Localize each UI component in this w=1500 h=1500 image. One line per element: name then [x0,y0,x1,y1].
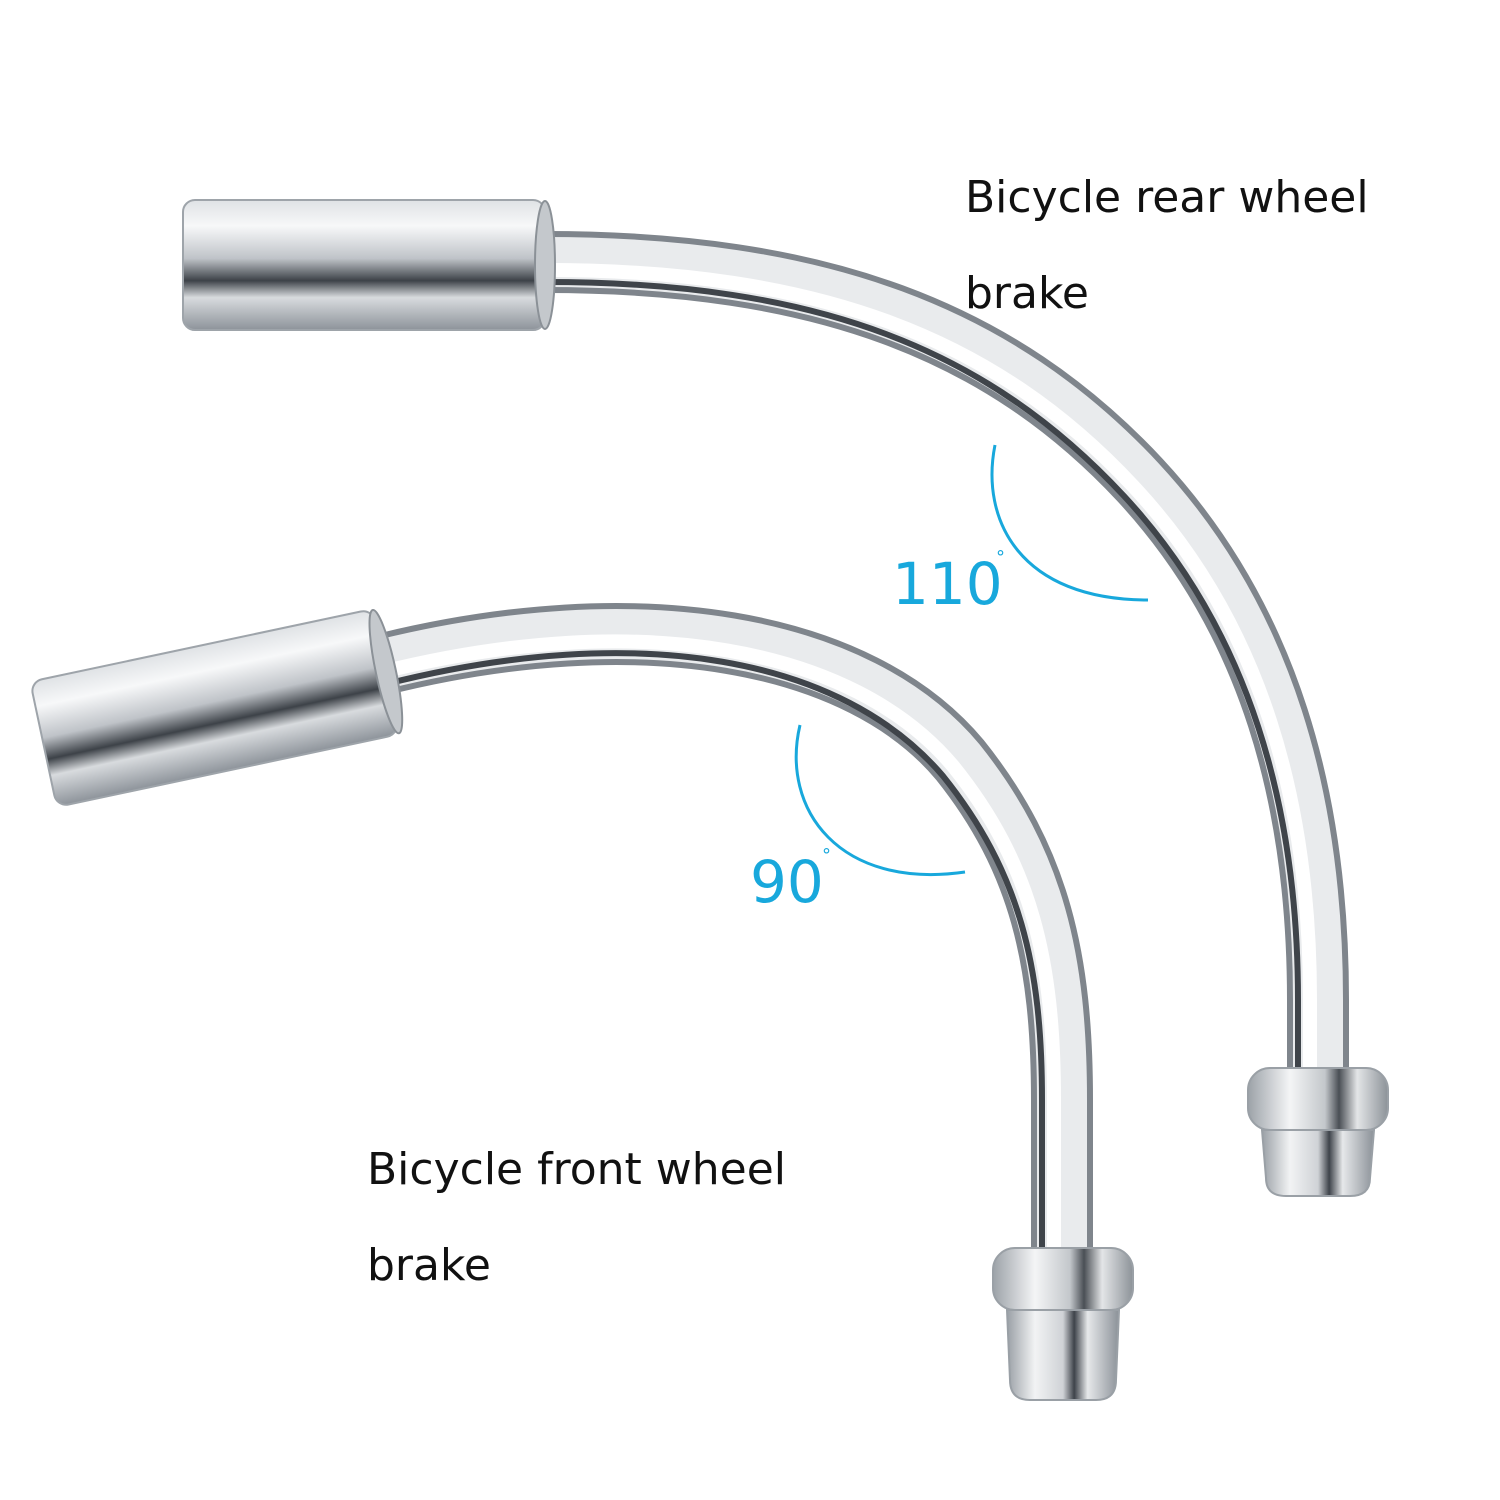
front-angle-value: 90 [750,848,824,916]
rear-angle-label: 110 ° [892,549,1005,614]
rear-caption-line2: brake [965,268,1089,319]
rear-angle-arc [990,444,1149,602]
front-degree-symbol: ° [822,845,831,866]
front-brake-noodle [31,603,1134,1401]
front-angle-label: 90 ° [750,847,831,912]
rear-degree-symbol: ° [996,547,1005,568]
front-caption-line2: brake [367,1240,491,1291]
front-caption-line1: Bicycle front wheel [367,1144,787,1195]
front-angle-arc [794,724,966,876]
rear-angle-value: 110 [892,550,1003,618]
rear-caption-line1: Bicycle rear wheel [965,172,1369,223]
rear-brake-caption: Bicycle rear wheel brake [965,150,1369,342]
rear-brake-noodle [182,199,1389,1197]
front-brake-caption: Bicycle front wheel brake [367,1122,786,1314]
